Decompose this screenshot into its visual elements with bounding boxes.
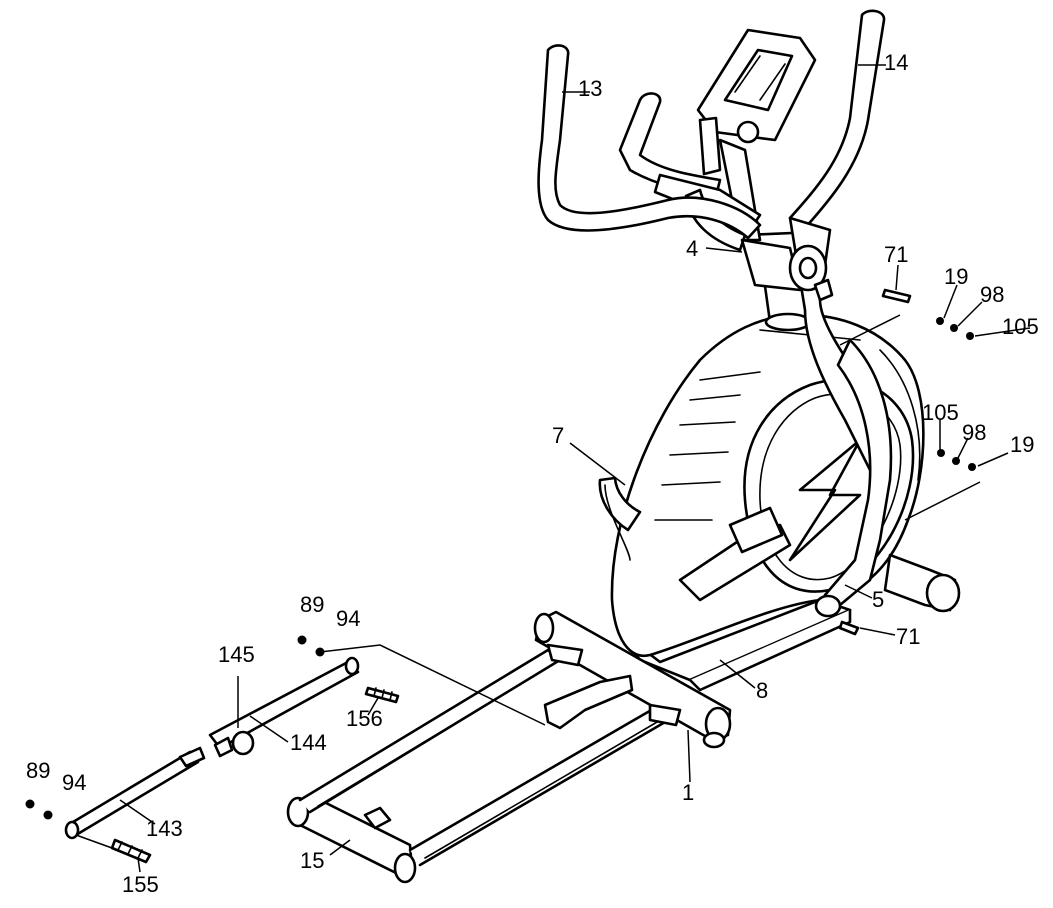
callout-14: 14: [884, 50, 908, 75]
callout-89-lower: 89: [26, 758, 50, 783]
callout-4: 4: [686, 236, 698, 261]
callout-94-lower: 94: [62, 770, 86, 795]
leader-lines: [75, 64, 1031, 873]
callout-5: 5: [872, 587, 884, 612]
callout-1: 1: [682, 780, 694, 805]
callout-98-top: 98: [980, 282, 1004, 307]
front-crossbar: [533, 610, 732, 749]
callout-8: 8: [756, 678, 768, 703]
left-foot-support: [598, 476, 642, 561]
callout-105-mid: 105: [922, 400, 959, 425]
left-handlebar-13: [537, 44, 762, 240]
callout-19-top: 19: [944, 264, 968, 289]
hardware-bolts: [110, 288, 912, 864]
callout-144: 144: [290, 730, 327, 755]
callout-71-bottom: 71: [896, 624, 920, 649]
pivot-assembly: [740, 238, 834, 302]
callout-15: 15: [300, 848, 324, 873]
callout-labels: 13 14 4 71 19 98 105 105 98 19 7 5 71 8 …: [26, 50, 1039, 897]
callout-19-mid: 19: [1010, 432, 1034, 457]
console: [696, 28, 817, 242]
callout-155: 155: [122, 872, 159, 897]
callout-13: 13: [578, 76, 602, 101]
callout-105-top: 105: [1002, 314, 1039, 339]
callout-7: 7: [552, 423, 564, 448]
callout-156: 156: [346, 706, 383, 731]
rear-rail-assembly: [64, 656, 360, 840]
crank-arm: [678, 506, 961, 613]
callout-71-top: 71: [884, 242, 908, 267]
callout-98-mid: 98: [962, 420, 986, 445]
callout-94-upper: 94: [336, 606, 360, 631]
callout-143: 143: [146, 816, 183, 841]
callout-145: 145: [218, 642, 255, 667]
callout-89-upper: 89: [300, 592, 324, 617]
